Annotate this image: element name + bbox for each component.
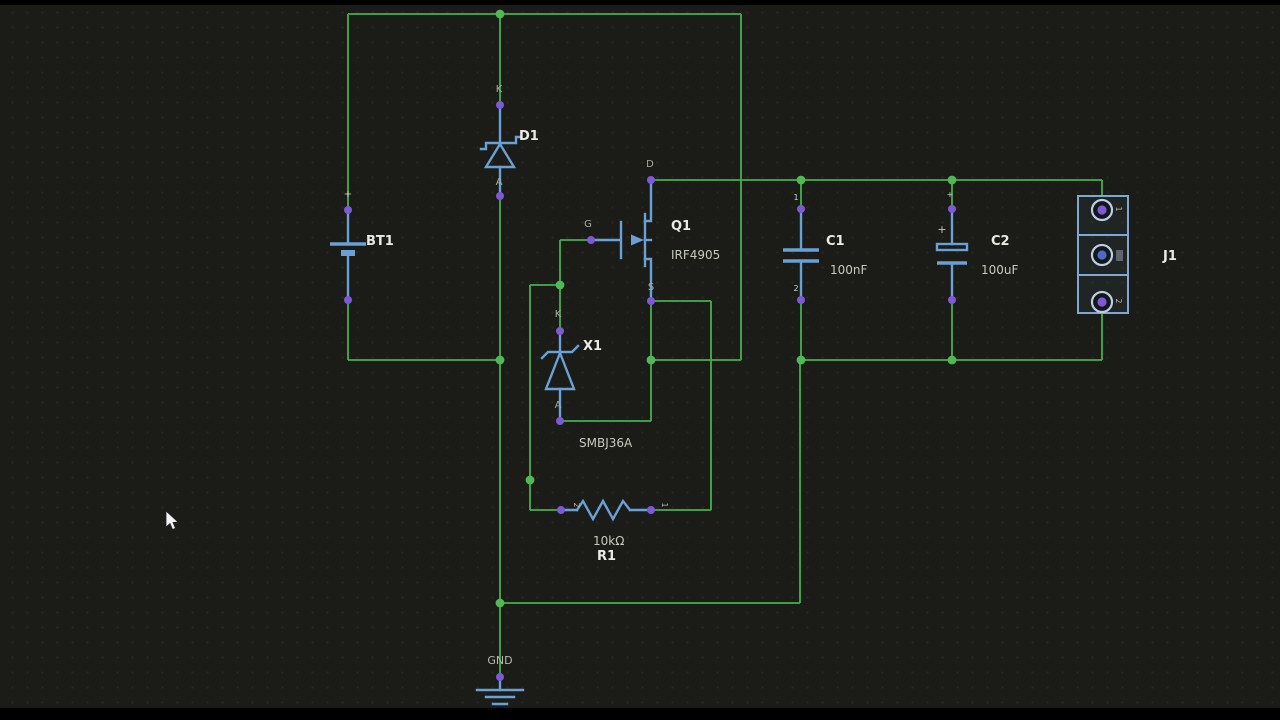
c2-value[interactable]: 100uF (981, 263, 1019, 277)
q1-pin-g-label: G (584, 219, 592, 230)
r1-value[interactable]: 10kΩ (593, 534, 624, 548)
j1-middle-pad (1116, 250, 1123, 261)
gnd-label[interactable]: GND (487, 654, 512, 667)
q1-value[interactable]: IRF4905 (671, 248, 720, 262)
component-tvs-x1[interactable]: K A X1 SMBJ36A (540, 309, 633, 450)
component-capacitor-c2[interactable]: + + C2 100uF (935, 190, 1019, 302)
x1-value[interactable]: SMBJ36A (579, 436, 633, 450)
c2-plus-mark: + (937, 223, 946, 236)
x1-pin-k-label: K (555, 309, 562, 320)
c1-pin1-number: 1 (793, 193, 798, 202)
r1-refdes[interactable]: R1 (597, 549, 616, 564)
r1-pin2-number: 2 (572, 503, 581, 508)
q1-pin-d-label: D (646, 159, 654, 170)
component-ground-gnd[interactable]: GND (475, 654, 525, 706)
c2-refdes[interactable]: C2 (991, 234, 1010, 249)
mouse-cursor (165, 510, 179, 531)
d1-pin-k-label: K (496, 84, 503, 95)
pin-dots[interactable] (344, 101, 956, 681)
component-mosfet-q1[interactable]: G D S Q1 IRF4905 (584, 159, 720, 303)
j1-pad2-dot[interactable] (1097, 297, 1107, 307)
j1-refdes[interactable]: J1 (1162, 249, 1177, 264)
r1-pin1-number: 1 (660, 503, 669, 508)
wires[interactable] (347, 13, 1103, 677)
j1-pin1-number: 1 (1114, 207, 1123, 212)
q1-pin-s-label: S (648, 282, 654, 293)
c1-value[interactable]: 100nF (830, 263, 868, 277)
d1-refdes[interactable]: D1 (519, 129, 539, 144)
x1-refdes[interactable]: X1 (583, 339, 602, 354)
j1-pin2-number: 2 (1114, 299, 1123, 304)
j1-pad3-dot[interactable] (1097, 250, 1107, 260)
component-connector-j1[interactable]: 1 2 J1 (1077, 195, 1177, 314)
letterbox-top (0, 0, 1280, 5)
x1-pin-a-label: A (555, 400, 562, 411)
letterbox-bottom (0, 708, 1280, 720)
j1-pad1-dot[interactable] (1097, 205, 1107, 215)
bt1-refdes[interactable]: BT1 (366, 234, 394, 249)
d1-pin-a-label: A (496, 177, 503, 188)
c1-refdes[interactable]: C1 (826, 234, 845, 249)
bt1-plus-mark: + (344, 189, 352, 200)
q1-refdes[interactable]: Q1 (671, 219, 691, 234)
c1-pin2-number: 2 (793, 284, 798, 293)
component-diode-d1[interactable]: K A D1 (479, 84, 539, 198)
wire-junction-dots (495, 9, 957, 608)
c2-pin-plus-mark: + (947, 190, 954, 199)
component-battery-bt1[interactable]: + BT1 (330, 189, 394, 302)
component-capacitor-c1[interactable]: 1 2 C1 100nF (783, 193, 868, 302)
